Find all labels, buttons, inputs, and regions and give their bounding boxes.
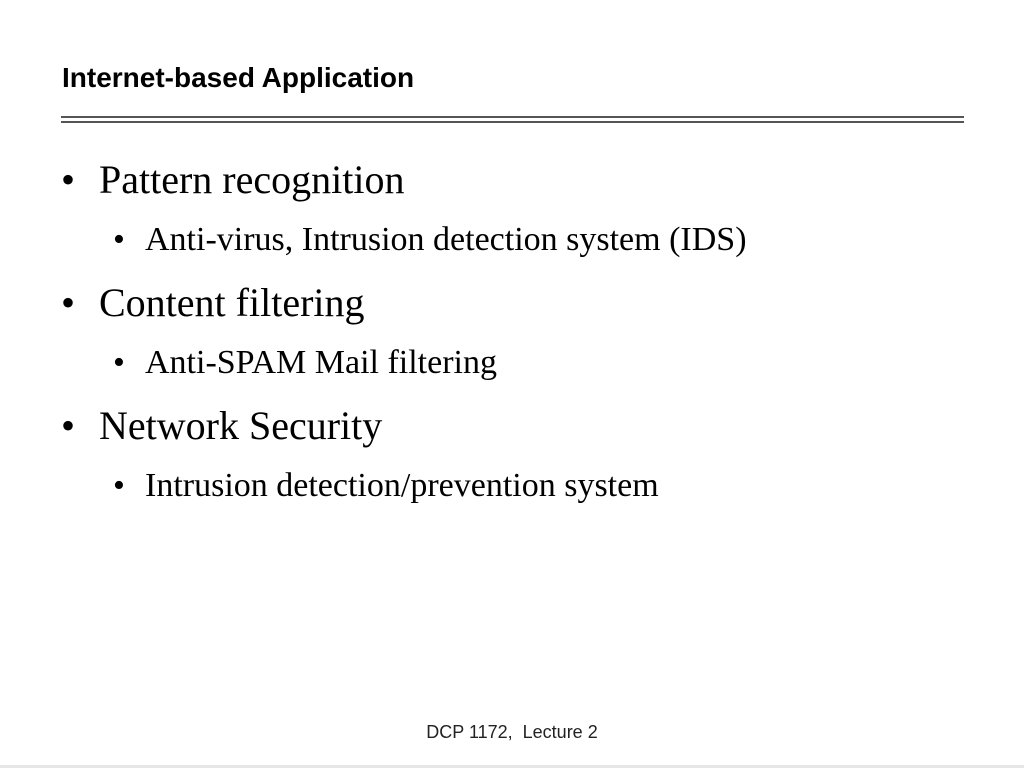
sub-bullet-text: Anti-SPAM Mail filtering	[145, 344, 497, 381]
slide-footer: DCP 1172, Lecture 2	[0, 720, 1024, 744]
sub-bullet-item: • Anti-SPAM Mail filtering	[113, 343, 497, 383]
title-divider-upper	[61, 116, 964, 118]
sub-bullet-item: • Anti-virus, Intrusion detection system…	[113, 220, 747, 260]
sub-bullet-text: Anti-virus, Intrusion detection system (…	[145, 221, 747, 258]
sub-bullet-text: Intrusion detection/prevention system	[145, 467, 659, 504]
bullet-item: • Network Security	[61, 402, 383, 450]
bullet-text: Pattern recognition	[99, 157, 405, 202]
bullet-item: • Content filtering	[61, 279, 365, 327]
sub-bullet-item: • Intrusion detection/prevention system	[113, 466, 659, 506]
bullet-text: Content filtering	[99, 280, 365, 325]
bullet-icon: •	[61, 280, 76, 325]
bullet-icon: •	[113, 344, 125, 381]
bullet-icon: •	[113, 467, 125, 504]
footer-text: DCP 1172, Lecture 2	[426, 722, 598, 742]
footer-divider	[0, 765, 1024, 768]
bullet-icon: •	[61, 403, 76, 448]
bullet-icon: •	[113, 221, 125, 258]
bullet-item: • Pattern recognition	[61, 156, 405, 204]
slide-title: Internet-based Application	[62, 62, 415, 93]
title-divider-lower	[61, 121, 964, 123]
bullet-text: Network Security	[99, 403, 383, 448]
bullet-icon: •	[61, 157, 76, 202]
